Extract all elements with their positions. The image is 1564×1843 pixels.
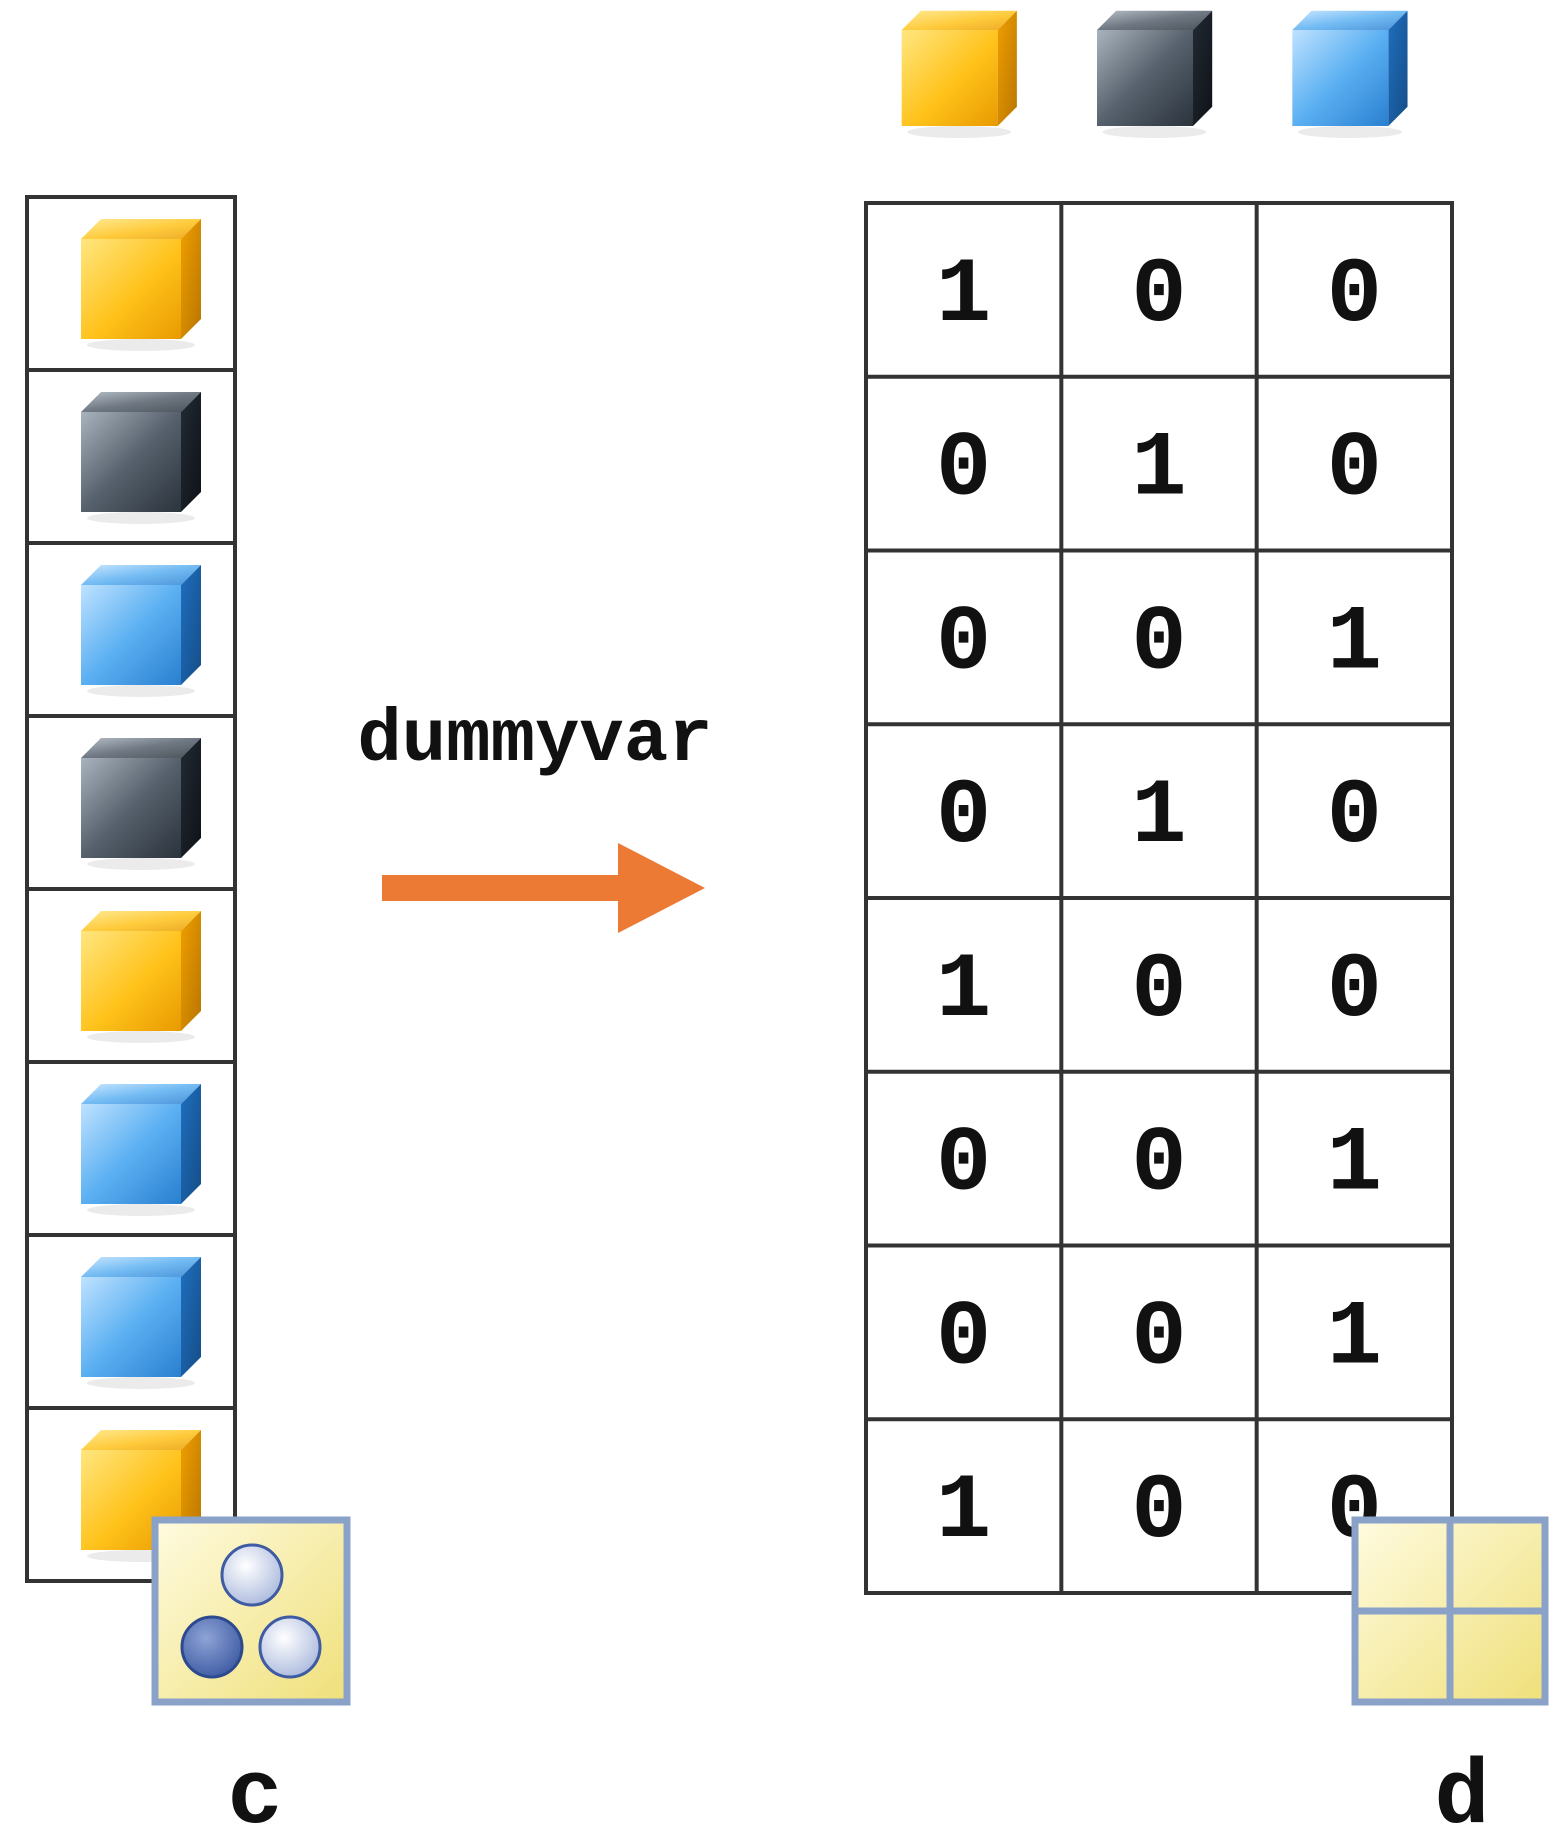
input-categorical-column (25, 195, 237, 1583)
blue-cube-icon (81, 1084, 201, 1216)
dark-cube-icon (81, 392, 201, 524)
blue-cube-icon (81, 1257, 201, 1389)
input-label: c (227, 1745, 282, 1843)
matrix-cell: 0 (1131, 938, 1186, 1043)
matrix-cell: 1 (936, 938, 991, 1043)
matrix-cell: 0 (1327, 417, 1382, 522)
matrix-cell: 0 (1131, 1459, 1186, 1564)
blue-cube-icon (1292, 10, 1408, 138)
matrix-cell: 0 (1327, 938, 1382, 1043)
matrix-cell: 0 (936, 1112, 991, 1217)
yellow-cube-icon (81, 219, 201, 351)
numeric-matrix-icon (1351, 1516, 1549, 1706)
matrix-cell: 1 (1327, 590, 1382, 695)
matrix-cell: 0 (936, 1285, 991, 1390)
categorical-array-icon (151, 1516, 351, 1706)
function-label: dummyvar (357, 699, 712, 783)
matrix-cell: 0 (1131, 1285, 1186, 1390)
matrix-cell: 0 (936, 764, 991, 869)
category-header-row (901, 10, 1408, 138)
matrix-cell: 0 (1327, 243, 1382, 348)
yellow-cube-icon (81, 911, 201, 1043)
matrix-cell: 1 (1131, 764, 1186, 869)
output-label: d (1434, 1745, 1489, 1843)
matrix-cell: 0 (1327, 764, 1382, 869)
transform-arrow (382, 843, 705, 933)
dark-cube-icon (1097, 10, 1213, 138)
matrix-cell: 1 (1327, 1285, 1382, 1390)
matrix-cell: 1 (1327, 1112, 1382, 1217)
matrix-cell: 1 (936, 243, 991, 348)
blue-cube-icon (81, 565, 201, 697)
matrix-cell: 0 (936, 417, 991, 522)
matrix-cell: 1 (936, 1459, 991, 1564)
matrix-cell: 0 (1131, 243, 1186, 348)
matrix-cell: 0 (1131, 1112, 1186, 1217)
dark-cube-icon (81, 738, 201, 870)
matrix-cell: 0 (936, 590, 991, 695)
matrix-cell: 0 (1131, 590, 1186, 695)
matrix-cell: 1 (1131, 417, 1186, 522)
yellow-cube-icon (901, 10, 1017, 138)
